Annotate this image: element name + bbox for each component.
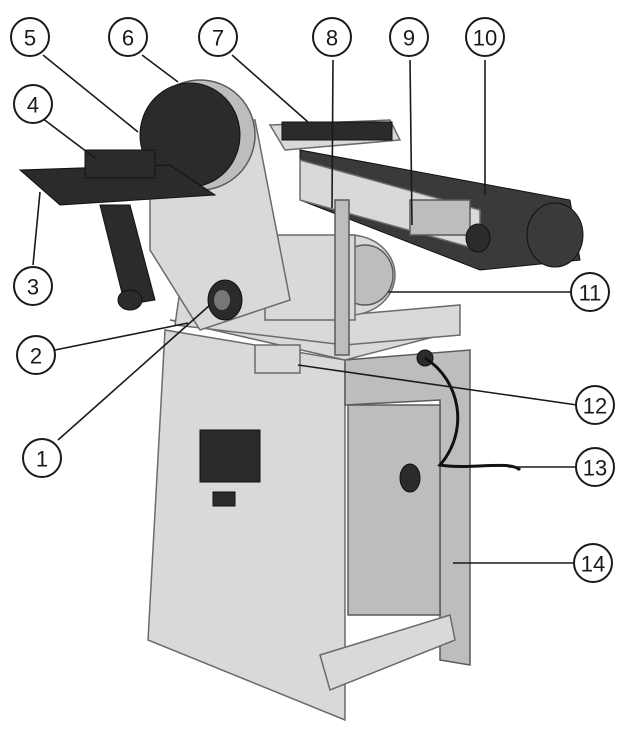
mitre-gauge bbox=[84, 149, 156, 179]
leader-1 bbox=[57, 304, 211, 441]
leader-12 bbox=[297, 364, 578, 406]
plug bbox=[399, 463, 421, 493]
callout-7: 7 bbox=[198, 17, 238, 57]
callout-3-label: 3 bbox=[27, 275, 39, 300]
callout-3: 3 bbox=[13, 266, 53, 306]
callout-4-label: 4 bbox=[27, 93, 39, 118]
belt-assembly bbox=[268, 119, 584, 271]
callout-4: 4 bbox=[13, 84, 53, 124]
callout-6-label: 6 bbox=[122, 26, 134, 51]
callout-14: 14 bbox=[573, 543, 613, 583]
callout-9-label: 9 bbox=[403, 26, 415, 51]
leader-9 bbox=[409, 59, 413, 226]
callout-13: 13 bbox=[575, 447, 615, 487]
leader-7 bbox=[231, 54, 309, 123]
callout-11: 11 bbox=[570, 272, 610, 312]
leader-4 bbox=[41, 117, 96, 159]
leader-2 bbox=[54, 322, 189, 351]
callout-9: 9 bbox=[389, 17, 429, 57]
callout-8-label: 8 bbox=[326, 26, 338, 51]
callout-6: 6 bbox=[108, 17, 148, 57]
callout-5-label: 5 bbox=[24, 26, 36, 51]
callout-12-label: 12 bbox=[583, 394, 607, 419]
leader-5 bbox=[42, 54, 139, 133]
disc-table bbox=[18, 164, 217, 311]
callout-10: 10 bbox=[465, 17, 505, 57]
callout-8: 8 bbox=[312, 17, 352, 57]
callout-7-label: 7 bbox=[212, 26, 224, 51]
stand bbox=[147, 319, 471, 722]
callout-12: 12 bbox=[575, 385, 615, 425]
callout-2-label: 2 bbox=[30, 344, 42, 369]
belt-backstop bbox=[281, 121, 393, 141]
switch-box bbox=[254, 344, 301, 374]
callout-14-label: 14 bbox=[581, 552, 605, 577]
callout-13-label: 13 bbox=[583, 456, 607, 481]
support-post bbox=[334, 199, 350, 356]
callout-10-label: 10 bbox=[473, 26, 497, 51]
callout-1-label: 1 bbox=[36, 447, 48, 472]
callout-2: 2 bbox=[16, 335, 56, 375]
leader-8 bbox=[331, 59, 334, 209]
nameplate bbox=[199, 429, 261, 483]
leader-lines bbox=[32, 54, 578, 564]
power-cord bbox=[399, 349, 522, 493]
callout-11-label: 11 bbox=[579, 281, 602, 306]
sander-machine bbox=[18, 79, 584, 722]
callout-5: 5 bbox=[10, 17, 50, 57]
leader-6 bbox=[141, 54, 179, 83]
leader-3 bbox=[32, 191, 41, 266]
callout-1: 1 bbox=[22, 438, 62, 478]
